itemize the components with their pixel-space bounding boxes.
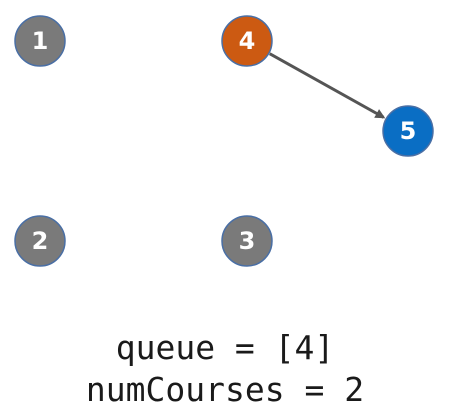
course-graph: 1 4 5 2 3: [14, 15, 434, 267]
node-label-3: 3: [239, 227, 256, 255]
node-2: 2: [14, 215, 66, 267]
node-circle-2: [14, 215, 66, 267]
edge-4-5: [268, 52, 386, 119]
edges-layer: [268, 52, 386, 119]
node-label-1: 1: [32, 27, 49, 55]
node-circle-1: [14, 15, 66, 67]
node-label-2: 2: [32, 227, 49, 255]
node-label-4: 4: [239, 27, 256, 55]
node-5: 5: [382, 105, 434, 157]
nodes-layer: 1 4 5 2 3: [14, 15, 434, 267]
node-4: 4: [221, 15, 273, 67]
node-circle-5: [382, 105, 434, 157]
queue-status: queue = [4]: [115, 328, 335, 367]
node-label-5: 5: [400, 117, 417, 145]
node-circle-3: [221, 215, 273, 267]
node-1: 1: [14, 15, 66, 67]
node-3: 3: [221, 215, 273, 267]
num-courses-status: numCourses = 2: [85, 370, 365, 409]
node-circle-4: [221, 15, 273, 67]
